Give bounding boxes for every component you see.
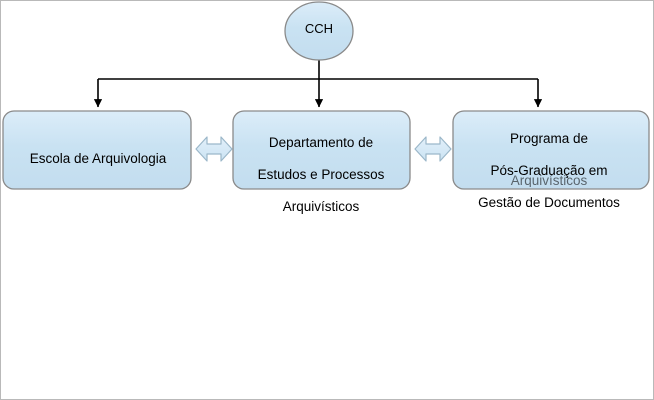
node-departamento-estudos-processos-box[interactable] bbox=[232, 110, 411, 190]
block-arrow-escola-departamento[interactable] bbox=[195, 136, 233, 162]
node-cch-ellipse[interactable] bbox=[284, 1, 354, 61]
node-programa-pos-graduacao-box[interactable] bbox=[452, 110, 650, 190]
node-escola-arquivologia-box[interactable] bbox=[2, 110, 192, 190]
block-arrow-departamento-programa[interactable] bbox=[414, 136, 452, 162]
tree-connector-group bbox=[93, 60, 543, 108]
